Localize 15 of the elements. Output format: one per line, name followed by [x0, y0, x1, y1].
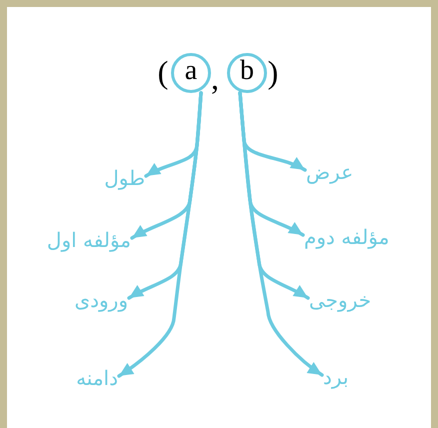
punctuation-mark: ): [268, 56, 278, 88]
branch-label: دامنه: [76, 366, 118, 390]
arrow: [117, 91, 203, 378]
circled-letter: a: [171, 53, 211, 93]
branch-label: خروجی: [309, 288, 372, 312]
circled-letter: b: [227, 53, 267, 93]
branch-label: ورودی: [74, 288, 128, 312]
branch-label: عرض: [306, 160, 354, 184]
branch-label: مؤلفه دوم: [304, 225, 390, 249]
branch-label: طول: [104, 166, 145, 190]
punctuation-mark: (: [158, 56, 168, 88]
branch-label: مؤلفه اول: [46, 228, 131, 252]
branch-label: برد: [323, 365, 349, 389]
punctuation-mark: ,: [211, 62, 219, 94]
arrow: [238, 91, 324, 377]
